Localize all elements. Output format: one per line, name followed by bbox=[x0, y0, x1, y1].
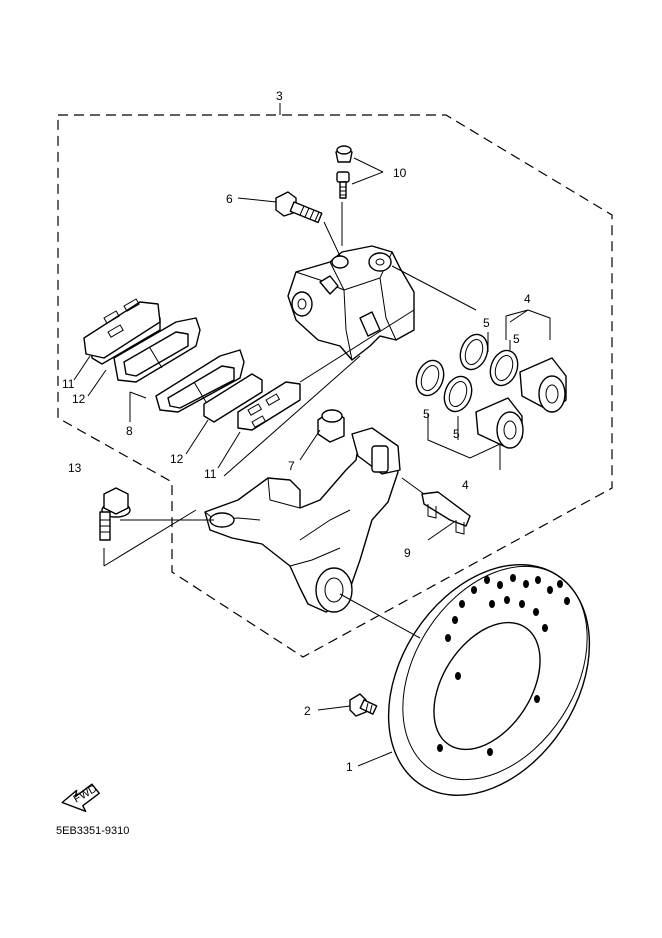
pin-boot bbox=[317, 409, 345, 443]
callout-4-bottom: 4 bbox=[462, 478, 469, 492]
pad-insulator-left bbox=[83, 298, 161, 359]
callout-11-left: 11 bbox=[62, 377, 75, 391]
callout-10: 10 bbox=[393, 166, 407, 180]
brake-pad-front bbox=[113, 317, 201, 383]
callout-3: 3 bbox=[276, 89, 283, 103]
callout-13: 13 bbox=[68, 461, 82, 475]
piston-seal-lower-outer bbox=[443, 375, 473, 413]
callout-1: 1 bbox=[346, 760, 353, 774]
callout-4-top: 4 bbox=[524, 292, 531, 306]
pad-insulator-right bbox=[237, 381, 301, 431]
disc-bolt bbox=[349, 693, 378, 717]
brake-disc bbox=[387, 564, 591, 796]
caliper-bolt bbox=[275, 191, 323, 224]
bleed-screw-and-cap bbox=[335, 145, 353, 199]
callout-5-d: 5 bbox=[453, 427, 460, 441]
callout-5-c: 5 bbox=[423, 407, 430, 421]
callout-9: 9 bbox=[404, 546, 411, 560]
piston-lower bbox=[475, 397, 524, 449]
piston-upper bbox=[519, 357, 567, 413]
pad-spring bbox=[421, 491, 471, 535]
callout-2: 2 bbox=[304, 704, 311, 718]
piston-seal-lower-inner bbox=[415, 359, 445, 397]
callout-5-a: 5 bbox=[483, 316, 490, 330]
fwd-arrow-icon: FWD bbox=[61, 783, 100, 813]
callout-11-right: 11 bbox=[204, 467, 217, 481]
callout-12-right: 12 bbox=[170, 452, 184, 466]
caliper-assembly-boundary bbox=[57, 114, 613, 658]
piston-seal-upper-inner bbox=[459, 333, 489, 371]
bracket-bolt bbox=[99, 487, 131, 541]
brake-pad-rear bbox=[155, 349, 245, 413]
callout-6: 6 bbox=[226, 192, 233, 206]
caliper-bracket bbox=[204, 427, 401, 613]
callout-7: 7 bbox=[288, 459, 295, 473]
callout-12-left: 12 bbox=[72, 392, 86, 406]
caliper-body bbox=[287, 245, 415, 361]
callout-5-b: 5 bbox=[513, 332, 520, 346]
diagram-code: 5EB3351-9310 bbox=[56, 825, 129, 837]
pad-shim-right bbox=[203, 373, 263, 423]
leader-lines bbox=[73, 103, 551, 767]
piston-seal-upper-outer bbox=[489, 349, 519, 387]
callout-8: 8 bbox=[126, 424, 133, 438]
